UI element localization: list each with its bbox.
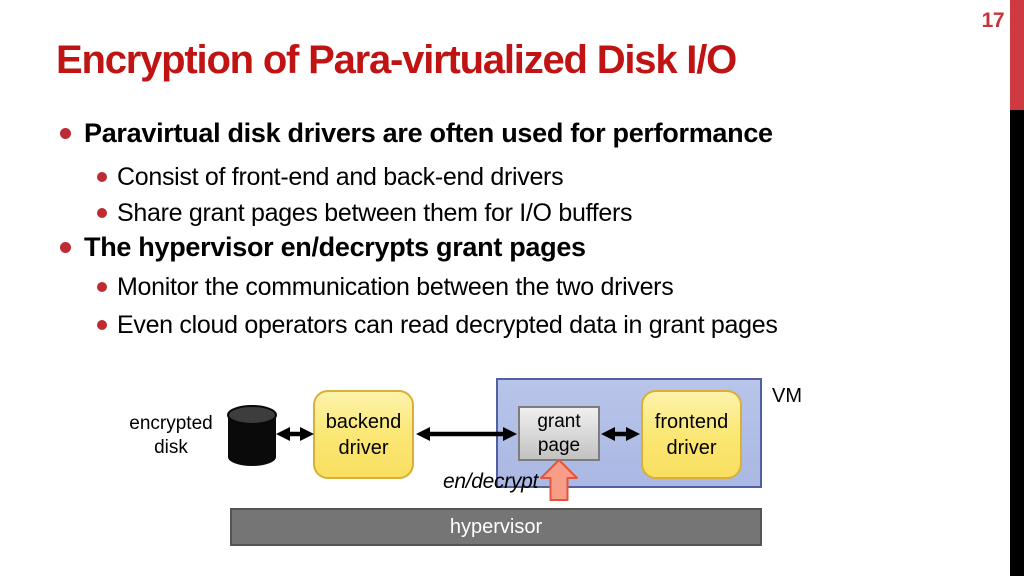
hypervisor-bar: hypervisor: [230, 508, 762, 546]
bullet-text: Share grant pages between them for I/O b…: [117, 198, 633, 227]
bullet-dot: [60, 241, 71, 253]
endecrypt-label: en/decrypt: [443, 470, 539, 493]
bullet-item: Consist of front-end and back-end driver…: [97, 162, 564, 192]
encrypted-disk-label: encrypted disk: [129, 413, 213, 458]
double-arrow-icon: [276, 427, 640, 441]
vm-label: VM: [772, 385, 802, 407]
grant-page-label: grant page: [537, 410, 581, 456]
edge-accent-bar-black: [1010, 110, 1024, 576]
bullet-dot: [97, 172, 107, 182]
bullet-text: Paravirtual disk drivers are often used …: [84, 117, 773, 148]
bullet-item: Share grant pages between them for I/O b…: [97, 198, 633, 228]
up-block-arrow-icon: [540, 459, 578, 501]
bullet-item: The hypervisor en/decrypts grant pages: [60, 230, 586, 264]
backend-driver-box: backend driver: [313, 390, 414, 479]
bullet-text: Even cloud operators can read decrypted …: [117, 310, 778, 339]
bullet-dot: [97, 208, 107, 218]
slide-title: Encryption of Para-virtualized Disk I/O: [56, 38, 737, 82]
bullet-item: Monitor the communication between the tw…: [97, 272, 674, 302]
bullet-dot: [97, 282, 107, 292]
bullet-dot: [97, 320, 107, 330]
bullet-text: Monitor the communication between the tw…: [117, 272, 674, 301]
page-number: 17: [981, 9, 1005, 32]
grant-page-box: grant page: [518, 406, 600, 461]
bullet-item: Even cloud operators can read decrypted …: [97, 310, 778, 340]
bullet-text: Consist of front-end and back-end driver…: [117, 162, 564, 191]
hypervisor-label: hypervisor: [449, 515, 543, 538]
bullet-item: Paravirtual disk drivers are often used …: [60, 116, 773, 150]
edge-accent-bar-red: [1010, 0, 1024, 110]
bullet-dot: [60, 127, 71, 139]
bullet-text: The hypervisor en/decrypts grant pages: [84, 231, 586, 262]
frontend-driver-label: frontend driver: [654, 410, 729, 459]
backend-driver-label: backend driver: [325, 410, 402, 459]
disk-cylinder-icon: [227, 405, 277, 466]
frontend-driver-box: frontend driver: [641, 390, 742, 479]
